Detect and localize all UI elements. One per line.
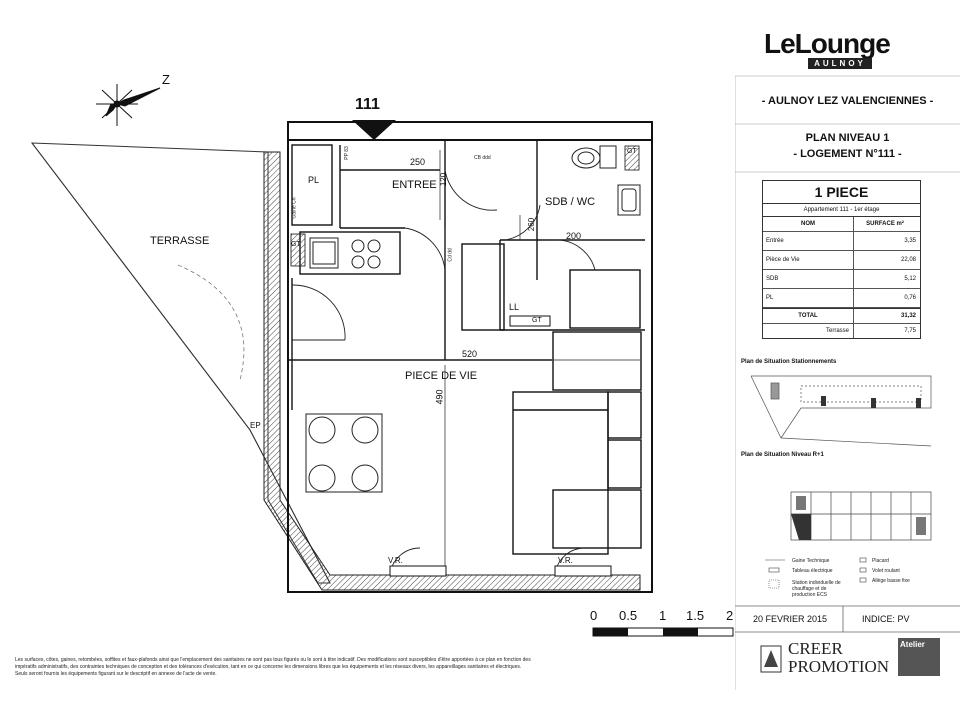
table-row: PL 0,76 <box>763 289 920 308</box>
scale-tick-05: 0.5 <box>619 608 638 623</box>
row-surface: 3,35 <box>904 238 916 244</box>
surface-table: 1 PIECE Appartement 111 - 1er étage NOM … <box>762 180 921 339</box>
location-title: - AULNOY LEZ VALENCIENNES - <box>761 95 934 107</box>
tag-vr-left: V.R. <box>388 556 403 565</box>
situation-level-map <box>790 491 932 541</box>
table-row: Entrée 3,35 <box>763 232 920 251</box>
dim-200: 200 <box>566 231 582 241</box>
scale-bar <box>592 627 734 637</box>
floor-plan <box>30 84 734 637</box>
tag-gt-bottom: GT <box>532 317 542 324</box>
plan-level-title: PLAN NIVEAU 1 <box>805 132 890 144</box>
table-terrasse-row: Terrasse 7,75 <box>763 324 920 338</box>
exterior-wall <box>263 151 641 591</box>
total-label: TOTAL <box>763 309 854 323</box>
table-row: Pièce de Vie 22,08 <box>763 251 920 270</box>
tag-cb-ddd: CB ddd <box>474 155 491 161</box>
compass-icon <box>96 84 161 126</box>
room-label-entree: ENTREE <box>392 179 437 191</box>
row-surface: 0,76 <box>904 295 916 301</box>
situation-parking-map <box>750 375 932 447</box>
north-label: Z <box>162 72 170 87</box>
kitchen-sink-icon <box>309 237 381 269</box>
tag-gt-sdb: GT <box>627 148 637 155</box>
terrasse-label: Terrasse <box>763 324 854 338</box>
disclaimer-line-2: impératifs administratifs, des contraint… <box>15 664 522 670</box>
dining-table-icon <box>305 413 383 493</box>
dim-120: 120 <box>439 172 449 187</box>
tag-cd-dd: Cd dd <box>447 248 454 262</box>
room-label-sdb-wc: SDB / WC <box>545 196 596 208</box>
tag-ep: EP <box>250 421 261 430</box>
tag-gaine-ch: Gaine Ch <box>291 197 298 219</box>
dim-490: 490 <box>434 389 445 405</box>
tag-pp83: PP 83 <box>343 146 350 160</box>
washbasin-icon <box>617 184 641 216</box>
table-subtitle: Appartement 111 - 1er étage <box>763 204 920 217</box>
dim-250: 250 <box>410 157 426 167</box>
row-surface: 5,12 <box>904 276 916 282</box>
unit-marker-label: 111 <box>355 96 380 113</box>
company-line2: PROMOTION <box>788 657 890 676</box>
legend-tableau: Tableau électrique <box>792 568 833 574</box>
scale-tick-15: 1.5 <box>686 608 705 623</box>
legend-allege: Allège basse fixe <box>872 578 910 584</box>
tag-gt-left: GT <box>291 241 301 248</box>
brand-sub-logo: AULNOY <box>808 58 872 69</box>
legend-swatches <box>765 557 867 589</box>
table-total-row: TOTAL 31,32 <box>763 308 920 324</box>
col-name: NOM <box>763 217 854 231</box>
entry-arrow-icon <box>352 120 396 140</box>
row-name: Entrée <box>763 232 854 250</box>
company-emblem-icon <box>760 645 782 673</box>
room-label-pl: PL <box>308 175 320 185</box>
company-name: CREER PROMOTION <box>788 640 889 676</box>
situation-level-title: Plan de Situation Niveau R+1 <box>741 452 824 458</box>
atelier-label: Atelier <box>900 640 925 649</box>
row-name: SDB <box>763 270 854 288</box>
situation-parking-title: Plan de Situation Stationnements <box>741 359 837 365</box>
table-row: SDB 5,12 <box>763 270 920 289</box>
disclaimer-line-3: Seuls seront fournis les équipements fig… <box>15 671 217 677</box>
row-surface: 22,08 <box>900 257 916 263</box>
dim-520: 520 <box>462 349 478 359</box>
brand-logo: LeLounge <box>764 28 891 59</box>
disclaimer-line-1: Les surfaces, côtes, gaines, retombées, … <box>15 657 531 663</box>
company-line1: CREER <box>788 639 843 658</box>
col-surface: SURFACE m² <box>866 221 904 227</box>
legend-station: Station individuelle de chauffage et de … <box>792 580 841 598</box>
total-value: 31,32 <box>900 313 916 319</box>
legend-volet: Volet roulant <box>872 568 900 574</box>
dim-260: 260 <box>527 217 537 232</box>
scale-tick-1: 1 <box>659 608 667 623</box>
room-label-piece-de-vie: PIECE DE VIE <box>405 370 478 382</box>
table-header: NOM SURFACE m² <box>763 217 920 232</box>
table-title: 1 PIECE <box>763 181 920 204</box>
indice-label: INDICE: PV <box>862 614 910 624</box>
tag-vr-right: V.R. <box>558 556 573 565</box>
date-label: 20 FEVRIER 2015 <box>753 614 828 624</box>
logement-title: - LOGEMENT N°111 - <box>793 148 902 160</box>
scale-tick-0: 0 <box>590 608 598 623</box>
scale-tick-2: 2 <box>726 608 734 623</box>
legend-gaine: Gaine Technique <box>792 558 830 564</box>
disclaimer: Les surfaces, côtes, gaines, retombées, … <box>15 657 735 678</box>
tag-ll: LL <box>509 302 520 312</box>
row-name: Pièce de Vie <box>763 251 854 269</box>
row-name: PL <box>763 289 854 307</box>
right-panel-frame <box>735 75 960 690</box>
legend-placard: Placard <box>872 558 889 564</box>
toilet-icon <box>571 145 617 169</box>
atelier-logo: Atelier <box>898 638 940 676</box>
terrasse-value: 7,75 <box>904 328 916 334</box>
room-label-terrasse: TERRASSE <box>150 235 210 247</box>
